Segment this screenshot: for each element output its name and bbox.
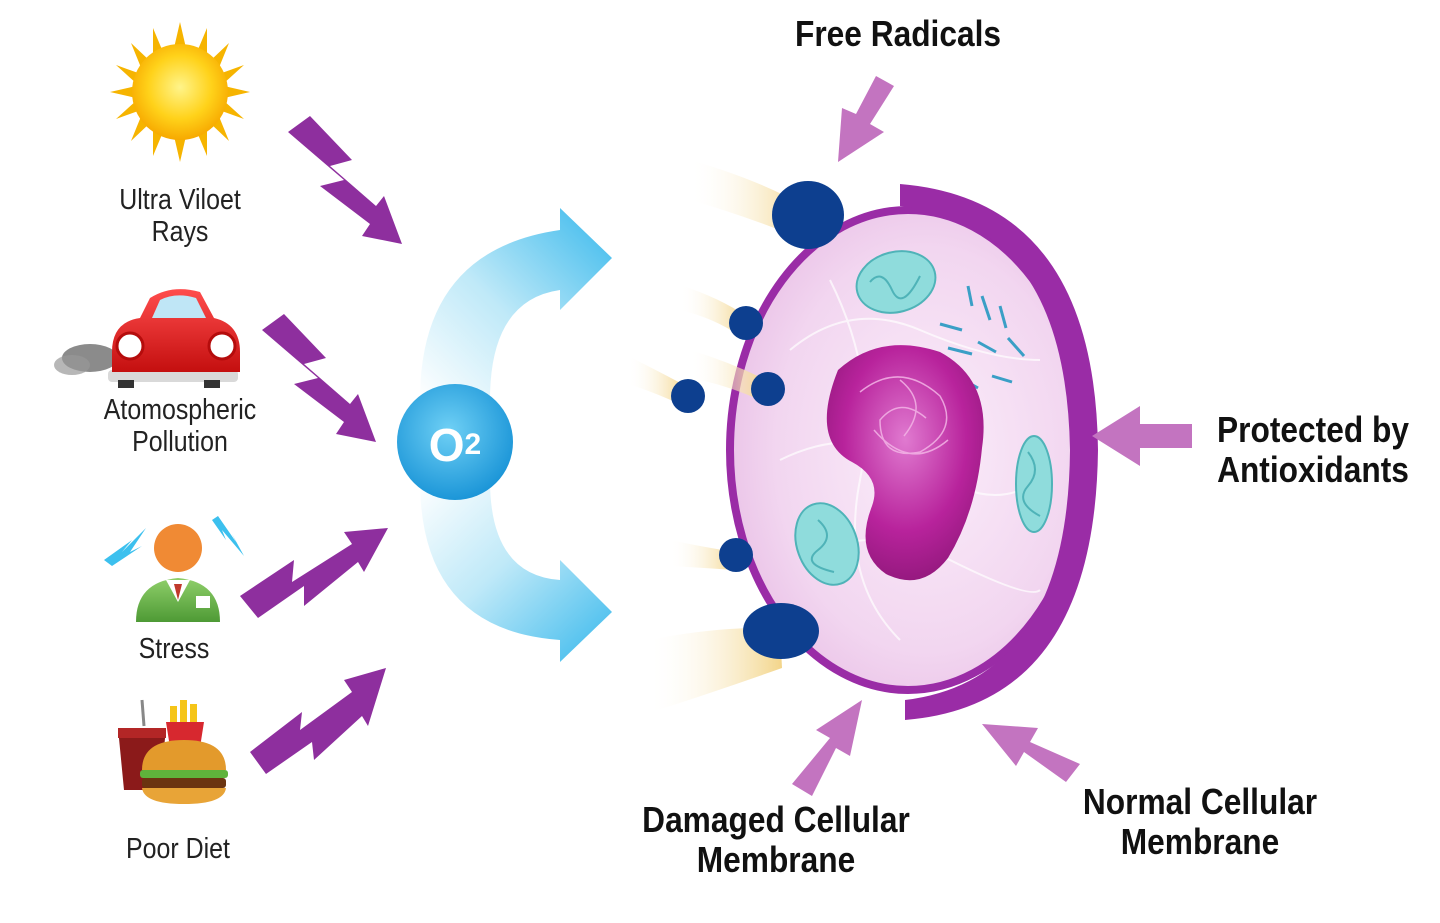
normal-arrow [982,724,1080,782]
oxygen-molecule-icon [397,384,513,500]
free-radical [751,372,785,406]
free-radical [772,181,844,249]
free-radical [729,306,763,340]
mitochondrion [794,502,860,586]
protected-arrow [1092,406,1192,466]
ribosomes [939,285,1026,390]
mitochondrion [855,250,937,314]
bolt-arrow-uv [288,116,402,244]
damaged-label: Damaged Cellular Membrane [642,799,910,881]
oxygen-flow-arrow-up [420,208,612,400]
pollution-label: Atomospheric Pollution [103,394,257,459]
bolt-arrow-stress [240,528,388,618]
oxygen-flow-arrow-down [420,480,612,662]
diet-label: Poor Diet [126,833,230,865]
car-exhaust-icon [54,289,240,388]
mitochondrion [1015,435,1053,533]
stressed-person-icon [104,516,244,622]
normal-cellular-membrane [900,184,1098,720]
damaged-arrow [792,700,862,796]
cell [726,184,1098,720]
free-radical [743,603,819,659]
bolt-arrow-diet [250,668,386,774]
uv-label: Ultra Viloet Rays [119,184,241,249]
free-radical [671,379,705,413]
stress-label: Stress [138,633,210,665]
free-radicals [628,160,844,712]
normal-label: Normal Cellular Membrane [1082,781,1318,863]
bolt-arrow-pollution [262,314,376,442]
free-radical [719,538,753,572]
protected-label: Protected by Antioxidants [1217,409,1409,491]
free-radicals-arrow [838,76,894,162]
fast-food-icon [118,699,228,804]
sun-icon [110,22,250,162]
free-radicals-label: Free Radicals [794,13,1002,54]
